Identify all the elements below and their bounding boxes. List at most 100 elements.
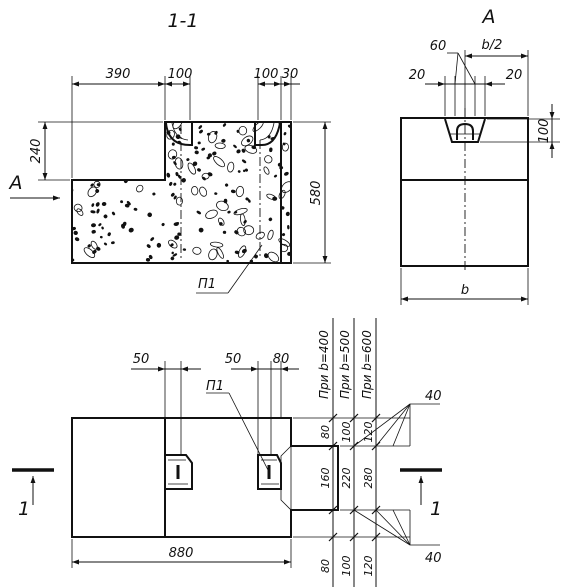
- aggregate-particle: [124, 141, 129, 145]
- aggregate-particle: [73, 146, 79, 150]
- aggregate-particle: [131, 146, 143, 156]
- aggregate-particle: [78, 125, 82, 129]
- aggregate-particle: [198, 227, 204, 233]
- aggregate-particle: [205, 209, 218, 219]
- aggregate-particle: [96, 208, 100, 214]
- aggregate-particle: [175, 221, 180, 225]
- dim-580: 580: [309, 181, 324, 206]
- aggregate-particle: [140, 122, 149, 133]
- aggregate-particle: [283, 132, 287, 136]
- aggregate-particle: [74, 237, 80, 242]
- aggregate-particle: [284, 171, 289, 176]
- aggregate-particle: [111, 241, 115, 245]
- aggregate-particle: [242, 169, 246, 173]
- aggregate-particle: [247, 199, 251, 203]
- aggregate-particle: [241, 159, 247, 164]
- top-dim-400: 80: [319, 425, 332, 439]
- aggregate-particle: [238, 125, 248, 136]
- aggregate-particle: [214, 192, 218, 195]
- plan-outline: [71, 417, 339, 538]
- aggregate-particle: [221, 138, 226, 143]
- aggregate-particle: [174, 157, 184, 170]
- dim-b-half: b/2: [482, 38, 503, 53]
- callout-leader: [227, 244, 263, 294]
- aggregate-particle: [146, 152, 150, 157]
- callout-p1: П1: [198, 277, 216, 292]
- aggregate-particle: [175, 196, 183, 206]
- mid-dim-400: 160: [319, 468, 332, 489]
- svg-text:1: 1: [18, 498, 30, 520]
- plan-view: 50 50 80 П1 880 При b=400 При b=500 При …: [12, 318, 442, 587]
- aggregate-particle: [168, 239, 178, 249]
- aggregate-particle: [90, 183, 94, 187]
- aggregate-particle: [236, 149, 241, 154]
- view-arrow-label: A: [8, 172, 23, 194]
- mid-dim-500: 220: [340, 468, 353, 489]
- aggregate-particle: [96, 183, 101, 187]
- aggregate-particle: [161, 222, 165, 227]
- column-header-600: При b=600: [360, 330, 374, 399]
- aggregate-particle: [91, 223, 96, 228]
- aggregate-particle: [285, 211, 290, 217]
- aggregate-particle: [82, 156, 87, 161]
- section-mark-right: 1: [400, 468, 442, 520]
- aggregate-particle: [103, 242, 108, 246]
- aggregate-particle: [282, 142, 286, 146]
- aggregate-particle: [246, 138, 251, 143]
- dim-880: 880: [169, 546, 194, 561]
- aggregate-particle: [223, 198, 228, 204]
- aggregate-particle: [146, 244, 151, 249]
- aggregate-particle: [245, 197, 249, 201]
- aggregate-particle: [98, 165, 103, 170]
- aggregate-particle: [207, 153, 212, 158]
- aggregate-particle: [88, 143, 93, 147]
- aggregate-particle: [233, 144, 237, 149]
- aggregate-particle: [191, 186, 199, 196]
- aggregate-particle: [213, 156, 226, 168]
- aggregate-particle: [150, 237, 155, 242]
- dim-20-right: 20: [506, 68, 523, 83]
- aggregate-particle: [130, 170, 135, 174]
- aggregate-particle: [172, 253, 178, 257]
- aggregate-particle: [167, 149, 178, 160]
- aggregate-particle: [177, 174, 182, 179]
- slot-left: [165, 122, 193, 146]
- aggregate-particle: [90, 210, 96, 214]
- aggregate-particle: [150, 132, 154, 136]
- dim-100: 100: [537, 119, 552, 144]
- dim-100-left: 100: [168, 67, 193, 82]
- aggregate-particle: [216, 200, 229, 212]
- slot-right: [254, 122, 281, 146]
- aggregate-particle: [207, 172, 213, 177]
- aggregate-particle: [187, 162, 196, 175]
- aggregate-particle: [75, 150, 81, 154]
- aggregate-particle: [101, 154, 106, 159]
- aggregate-particle: [93, 148, 98, 154]
- aggregate-particle: [111, 211, 116, 216]
- leader-label-40-top: 40: [425, 389, 442, 404]
- bot-dim-400: 80: [319, 559, 332, 573]
- section-title: 1-1: [167, 10, 198, 32]
- aggregate-particle: [99, 235, 103, 239]
- aggregate-particle: [100, 142, 110, 152]
- dim-240: 240: [29, 139, 44, 164]
- block-outline: [71, 121, 292, 264]
- dim-390: 390: [106, 67, 131, 82]
- aggregate-particle: [227, 210, 231, 214]
- aggregate-particle: [91, 141, 100, 148]
- aggregate-particle: [281, 142, 289, 152]
- aggregate-particle: [121, 162, 124, 166]
- aggregate-particle: [98, 122, 104, 126]
- aggregate-particle: [89, 162, 94, 168]
- aggregate-particle: [244, 168, 249, 172]
- aggregate-particle: [241, 135, 254, 147]
- aggregate-particle: [106, 122, 112, 125]
- aggregate-particle: [97, 140, 108, 150]
- aggregate-particle: [171, 251, 174, 255]
- aggregate-particle: [88, 167, 95, 176]
- aggregate-particle: [175, 134, 181, 140]
- aggregate-particle: [128, 227, 134, 233]
- aggregate-particle: [152, 192, 156, 196]
- aggregate-particle: [219, 222, 223, 226]
